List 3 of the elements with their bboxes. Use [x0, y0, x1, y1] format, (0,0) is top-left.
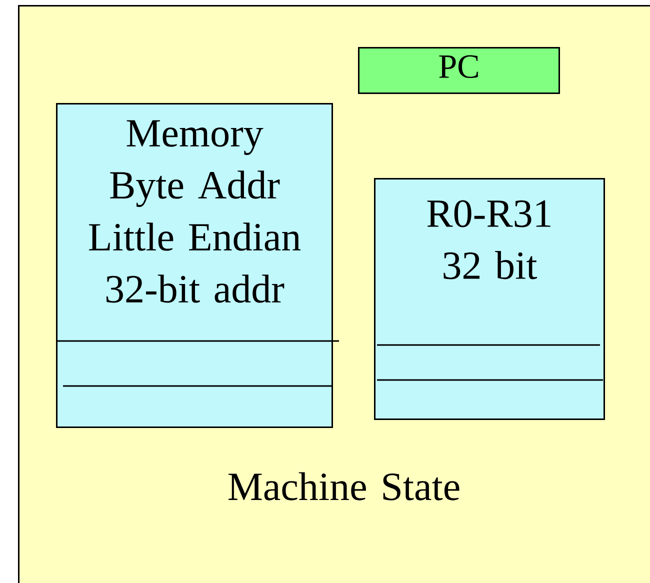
- memory-box: Memory Byte Addr Little Endian 32-bit addr: [56, 103, 333, 428]
- register-box: PC: [358, 47, 560, 94]
- register-box: R0-R31 32 bit: [374, 178, 605, 420]
